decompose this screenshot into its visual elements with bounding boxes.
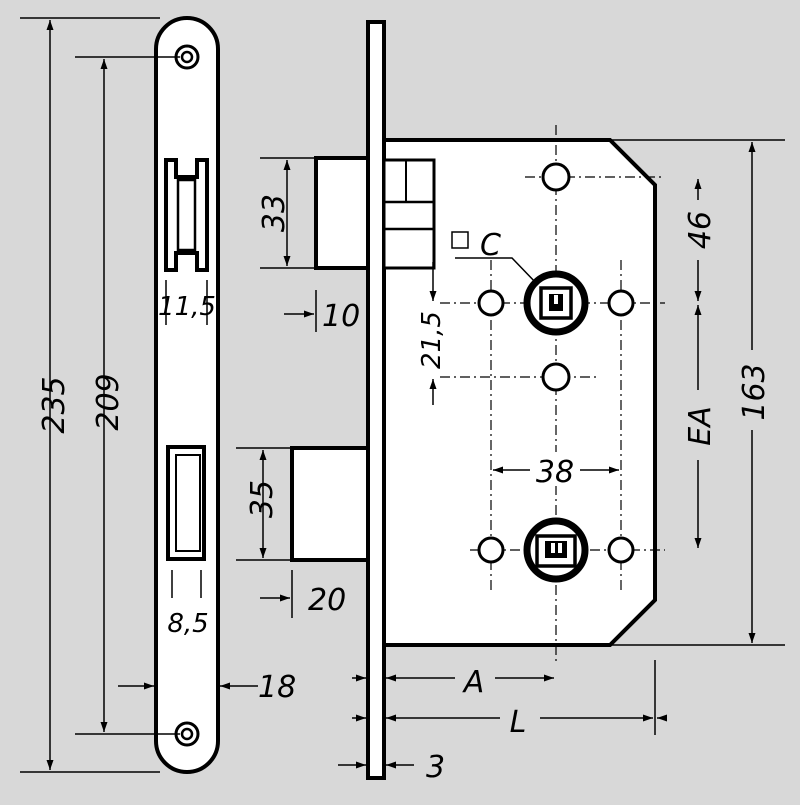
label-spindle-offset: 21,5 — [417, 311, 447, 369]
hole-right-upper — [607, 289, 635, 317]
key-follower — [523, 517, 589, 583]
latch-bolt — [314, 156, 370, 270]
hole-top — [541, 162, 571, 192]
dimension-latch-height: 33 — [257, 157, 316, 269]
dimension-fixing-hole-spacing: 38 — [493, 452, 619, 490]
dimension-total-height: 235 — [20, 17, 160, 773]
fixing-holes — [477, 162, 635, 564]
label-backset: A — [462, 665, 485, 700]
hole-right-lower — [607, 536, 635, 564]
bolt-slot — [166, 445, 206, 561]
label-fixing-hole-spacing: 38 — [536, 455, 574, 490]
forend-strip — [366, 20, 386, 780]
label-screw-spacing: 209 — [91, 373, 126, 430]
label-latch-projection: 10 — [322, 299, 360, 334]
label-case-length: L — [510, 705, 527, 740]
dimension-bolt-slot-width: 8,5 — [167, 570, 209, 639]
hole-left-lower — [477, 536, 505, 564]
dimension-bolt-projection: 20 — [260, 570, 346, 618]
dimension-latch-projection: 10 — [284, 290, 360, 334]
dead-bolt — [290, 446, 370, 562]
follower-callout-square — [451, 231, 469, 249]
dimension-latch-slot-width: 11,5 — [158, 280, 216, 325]
latch-slot-inner — [176, 178, 197, 252]
label-follower: C — [480, 228, 501, 263]
dimension-spindle-offset: 21,5 — [417, 262, 447, 405]
latch-mechanism — [382, 158, 436, 270]
dimension-screw-spacing: 209 — [75, 56, 180, 735]
dimension-bolt-height: 35 — [236, 447, 292, 561]
label-ea: EA — [683, 406, 718, 445]
dimension-top: 46 — [682, 179, 718, 301]
lock-side-view — [290, 20, 657, 780]
handle-follower — [523, 270, 589, 336]
label-bolt-projection: 20 — [308, 583, 346, 618]
dimension-case-length: L — [352, 660, 667, 740]
label-top-dimension: 46 — [683, 211, 718, 249]
follower-callout: C — [451, 228, 539, 286]
dimension-case-height: 163 — [610, 139, 785, 646]
bolt-slot-inner — [175, 454, 201, 552]
dimension-backset: A — [352, 662, 554, 700]
hole-left-upper — [477, 289, 505, 317]
dimension-faceplate-thickness: 3 — [338, 750, 445, 785]
label-faceplate-width: 18 — [258, 670, 296, 705]
label-faceplate-thickness: 3 — [426, 750, 445, 785]
latch-slot — [164, 158, 209, 272]
faceplate-front-view — [154, 16, 220, 774]
dimension-ea: EA — [682, 305, 718, 548]
label-total-height: 235 — [37, 376, 72, 433]
label-bolt-slot-width: 8,5 — [167, 609, 208, 639]
dimension-faceplate-width: 18 — [118, 670, 296, 705]
faceplate-outline — [154, 16, 220, 774]
label-bolt-height: 35 — [245, 480, 280, 518]
label-case-height: 163 — [737, 363, 772, 420]
hole-middle — [541, 362, 571, 392]
label-latch-height: 33 — [257, 194, 292, 232]
label-latch-slot-width: 11,5 — [158, 292, 216, 322]
